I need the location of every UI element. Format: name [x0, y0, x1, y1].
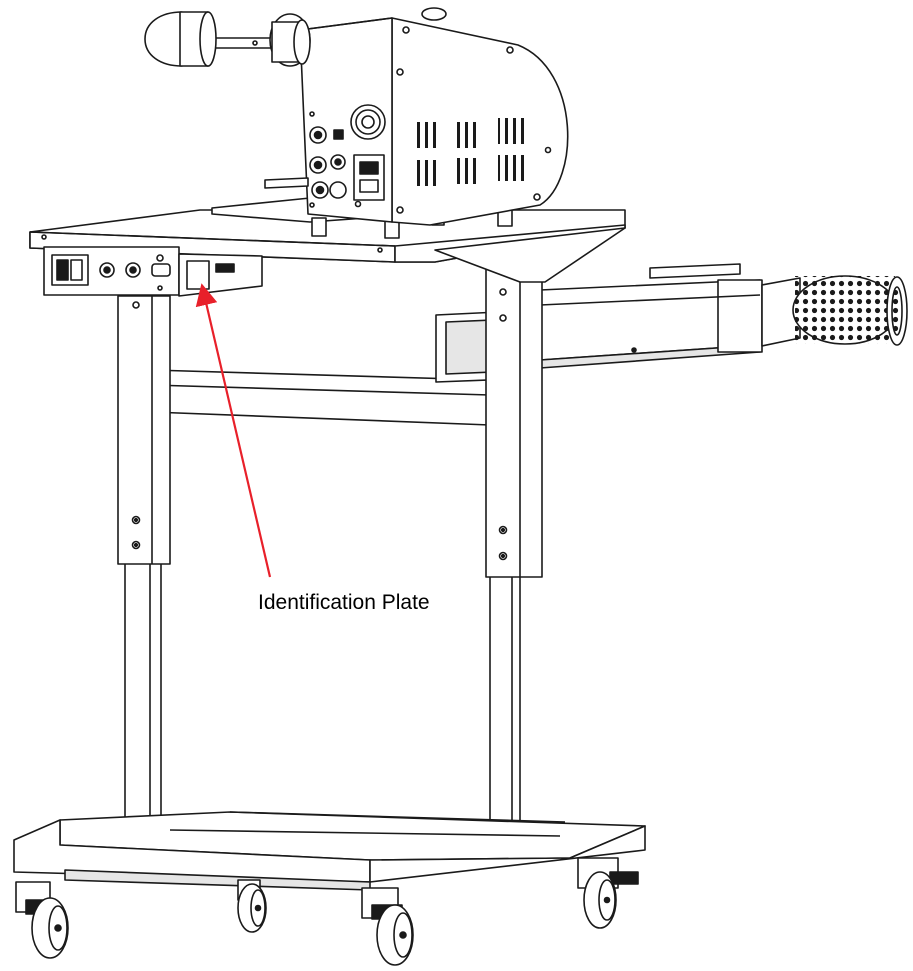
top-roller [144, 11, 311, 67]
extension-arm [539, 263, 763, 369]
main-housing [299, 7, 569, 226]
upper-legs [117, 264, 543, 578]
perforated-nozzle [761, 275, 908, 347]
casters [15, 857, 639, 966]
lower-legs [124, 562, 521, 841]
identification-plate-label: Identification Plate [258, 591, 430, 614]
identification-plate [178, 253, 263, 297]
callout-arrow [195, 283, 272, 578]
side-handle [264, 177, 309, 189]
control-panel [43, 246, 180, 296]
base-frame [13, 811, 646, 891]
